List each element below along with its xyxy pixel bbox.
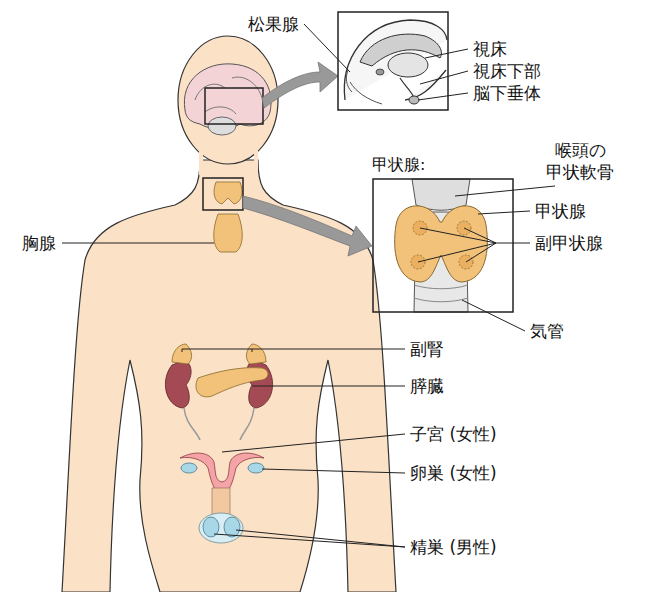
part-label: 副腎	[410, 338, 444, 360]
inset-heading: 甲状腺:	[372, 155, 514, 175]
part-label: 気管	[530, 320, 564, 342]
part-label: 副甲状腺	[535, 232, 603, 254]
part-label: 甲状腺	[535, 200, 586, 222]
part-label: 子宮 (女性)	[410, 423, 497, 445]
part-label: 松果腺	[248, 13, 299, 35]
part-label: 視床下部	[473, 60, 541, 82]
part-label: 胸腺	[22, 232, 56, 254]
part-label: 脳下垂体	[473, 82, 541, 104]
part-label: 精巣 (男性)	[410, 536, 497, 558]
inset-box: 甲状腺:	[372, 155, 514, 313]
part-label: 膵臓	[410, 375, 444, 397]
inset-outline	[372, 155, 514, 313]
part-label: 視床	[473, 38, 507, 60]
part-label: 喉頭の 甲状軟骨	[530, 139, 630, 183]
part-label: 卵巣 (女性)	[410, 462, 497, 484]
